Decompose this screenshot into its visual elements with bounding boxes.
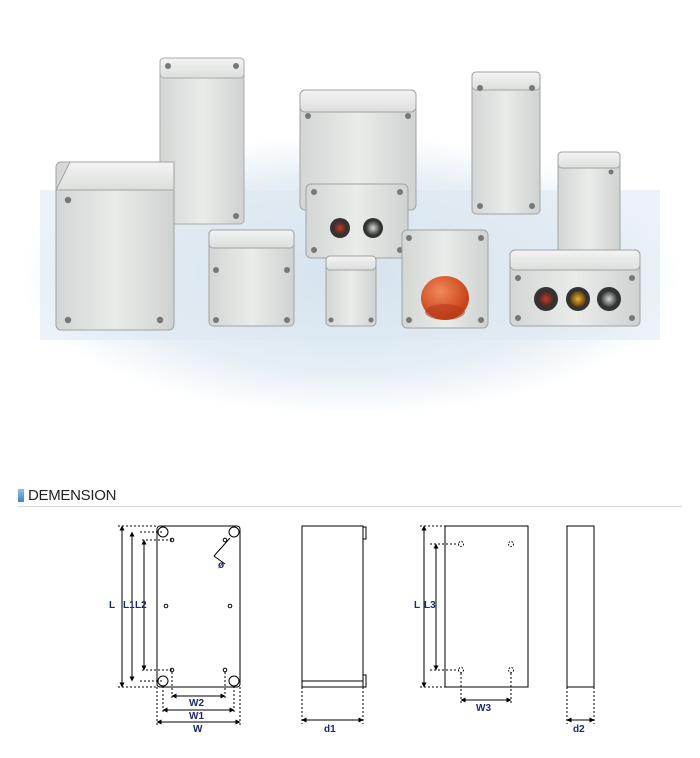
enclosure-narrow-right — [557, 151, 621, 253]
enclosure-medium-square — [208, 229, 295, 327]
enclosure-three-lamps — [509, 249, 641, 327]
dim-label-W3: W3 — [476, 703, 491, 714]
enclosure-two-lamps — [305, 183, 409, 259]
front-view-drawing: ø L L1 L2 W2 W1 W — [109, 525, 241, 735]
enclosure-tall-left — [159, 57, 245, 225]
dim-label-phi: ø — [218, 560, 225, 571]
lid-side-drawing: d2 — [566, 525, 595, 735]
dim-label-d1: d1 — [324, 724, 336, 735]
section-title: DEMENSION — [28, 487, 117, 504]
enclosure-photo-illustration — [20, 57, 680, 415]
dim-label-W2: W2 — [189, 698, 204, 709]
dim-label-L2: L2 — [135, 600, 147, 611]
dim-label-L-back: L — [414, 600, 420, 611]
dim-label-W: W — [193, 724, 203, 735]
enclosure-emergency-stop — [401, 229, 489, 329]
dimension-drawings-svg: ø L L1 L2 W2 W1 W d1 — [109, 525, 595, 735]
dim-label-L1: L1 — [123, 600, 135, 611]
section-marker-icon — [18, 489, 24, 502]
dimension-drawings: ø L L1 L2 W2 W1 W d1 — [0, 510, 700, 753]
enclosure-tall-right — [471, 71, 541, 215]
side-view-drawing: d1 — [301, 525, 367, 735]
dim-label-W1: W1 — [189, 711, 204, 722]
back-view-drawing: L L3 W3 — [414, 525, 529, 714]
dim-label-d2: d2 — [573, 724, 585, 735]
enclosure-large-front — [55, 161, 175, 331]
dim-label-L: L — [109, 600, 115, 611]
section-heading: DEMENSION — [18, 486, 682, 507]
product-photo — [20, 57, 680, 415]
enclosure-rear-center — [299, 89, 417, 211]
enclosure-small-front — [325, 255, 377, 327]
dim-label-L3: L3 — [424, 600, 436, 611]
